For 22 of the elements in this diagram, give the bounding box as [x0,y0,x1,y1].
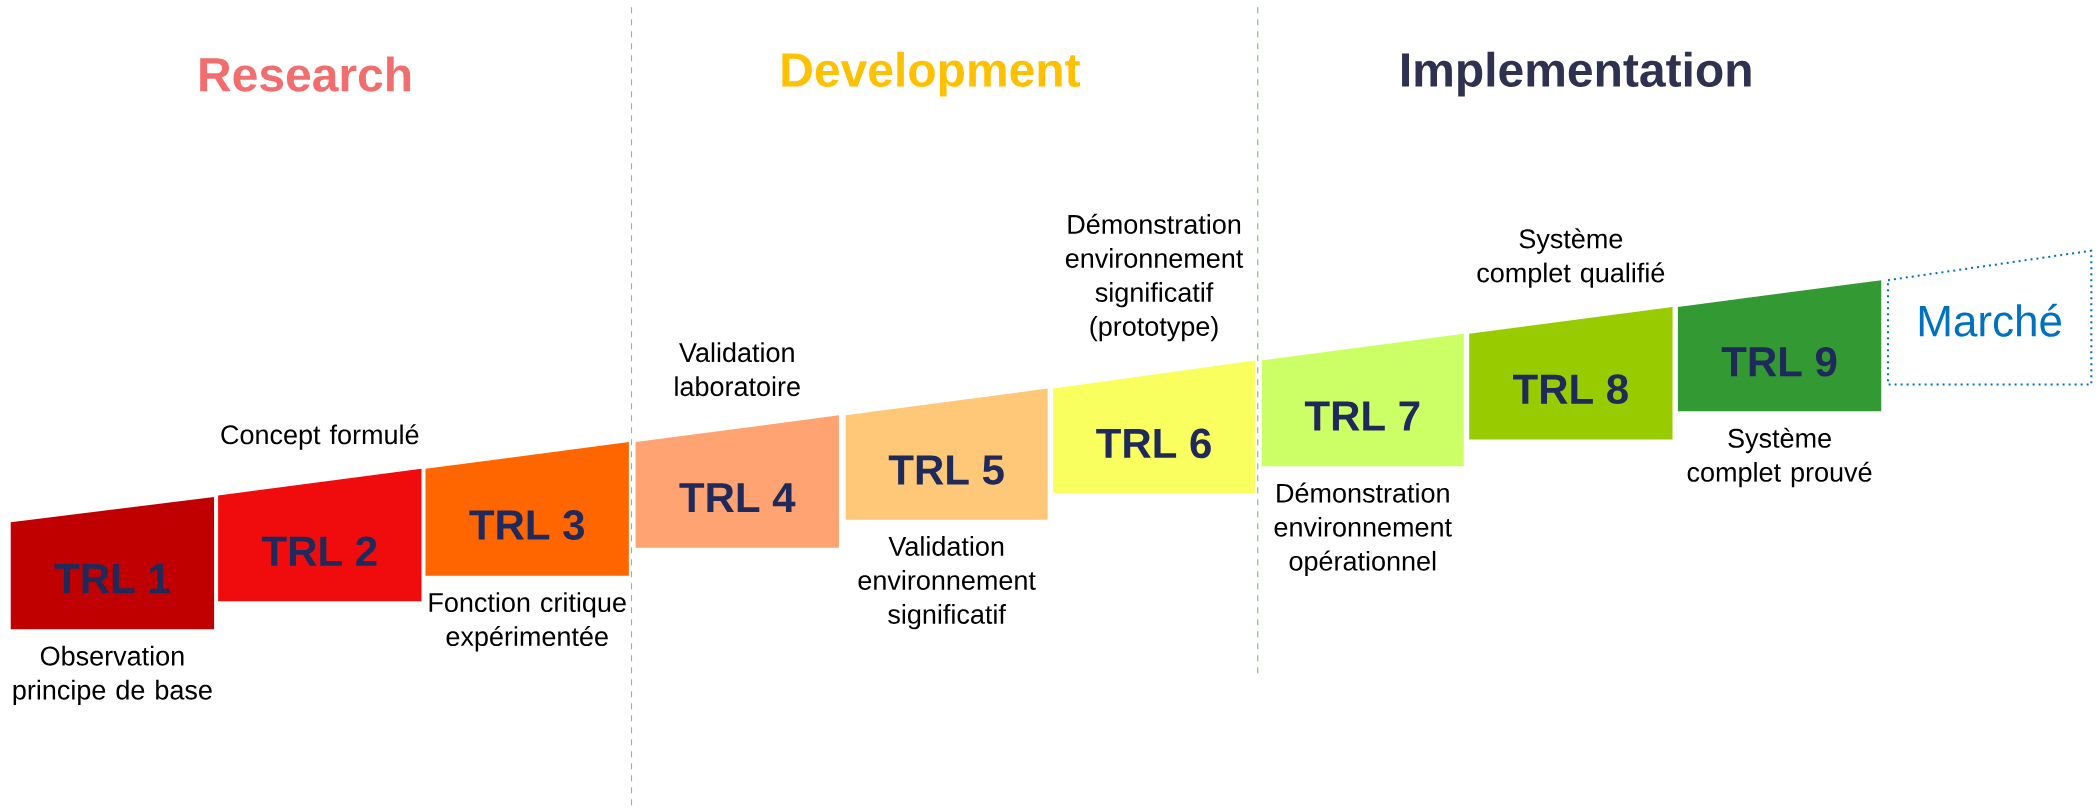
description-text: Démonstration environnement opérationnel [1274,482,1452,577]
level-block: TRL 7 [1261,333,1464,467]
section-heading: Implementation [1402,51,1751,97]
description-text: Concept formulé [221,424,419,450]
description-text: Système complet prouvé [1687,427,1872,488]
section-heading: Development [782,51,1081,97]
level-block: TRL 4 [635,415,839,548]
section-heading: Research [200,56,411,92]
level-block: TRL 3 [425,442,629,576]
level-block: TRL 6 [1053,360,1256,493]
description-text: Validation laboratoire [675,342,800,397]
level-block: TRL 8 [1469,306,1673,440]
level-block: TRL 2 [218,468,422,602]
description-text: Système complet qualifié [1477,228,1665,288]
description-text: Validation environnement significatif [858,536,1036,630]
level-block: TRL 9 [1677,280,1882,412]
level-block: TRL 5 [845,388,1048,520]
dotted-box: Marché [1886,249,2093,386]
description-text: Démonstration environnement significatif (prototype) [1065,213,1244,342]
description-text: Observation principe de base [13,645,212,705]
description-text: Fonction critique expérimentée [429,592,626,652]
level-block: TRL 1 [10,496,215,630]
